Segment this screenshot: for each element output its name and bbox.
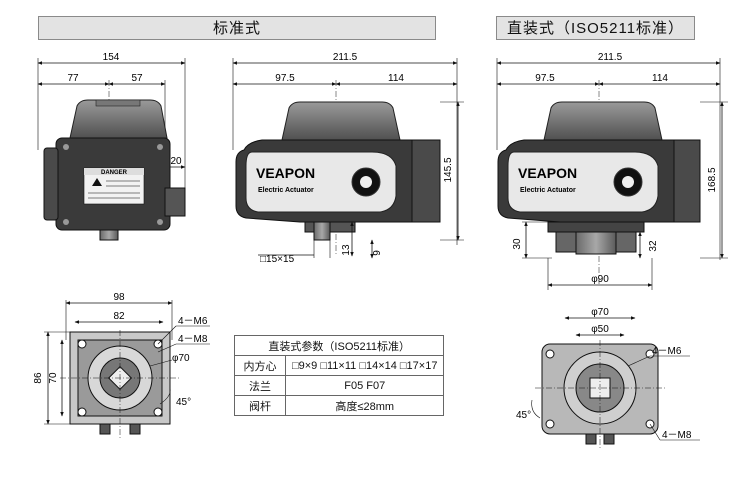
dim-direct-30: 30 bbox=[512, 238, 523, 250]
bottom-view: 98 82 86 70 4－M6 4－M8 φ70 45° bbox=[33, 292, 210, 440]
dim-bottom-98: 98 bbox=[113, 292, 125, 303]
dim-r-m8: 4－M8 bbox=[662, 430, 692, 441]
dim-bottom-45: 45° bbox=[176, 397, 191, 408]
danger-label: DANGER bbox=[101, 170, 128, 176]
banner-standard: 标准式 bbox=[38, 16, 436, 40]
dim-direct-32: 32 bbox=[648, 240, 659, 252]
dim-bottom-70: 70 bbox=[48, 372, 59, 384]
dim-direct-right: 114 bbox=[652, 73, 668, 84]
dim-bottom-86: 86 bbox=[33, 372, 44, 384]
dim-bottom-m8: 4－M8 bbox=[178, 334, 208, 345]
banner-direct: 直装式（ISO5211标准） bbox=[496, 16, 695, 40]
dim-front-right: 57 bbox=[131, 73, 143, 84]
dim-direct-left: 97.5 bbox=[535, 73, 555, 84]
side-view: 211.5 97.5 114 145.5 VEAPON Electric Act… bbox=[232, 52, 464, 265]
row-label: 法兰 bbox=[234, 375, 286, 396]
side-subtitle: Electric Actuator bbox=[258, 187, 314, 194]
row-value: 高度≤28mm bbox=[284, 395, 445, 416]
table-row: 法兰 F05 F07 bbox=[234, 375, 445, 396]
row-value: □9×9 □11×11 □14×14 □17×17 bbox=[284, 355, 445, 376]
dim-r-45: 45° bbox=[516, 410, 531, 421]
row-label: 阀杆 bbox=[234, 395, 286, 416]
dim-front-width: 154 bbox=[103, 52, 120, 63]
bottom-view-direct: φ70 φ50 4－M6 4－M8 45° bbox=[516, 307, 700, 450]
dim-side-right: 114 bbox=[388, 73, 404, 84]
direct-brand: VEAPON bbox=[518, 165, 577, 181]
table-row: 阀杆 高度≤28mm bbox=[234, 395, 445, 416]
dim-side-height: 145.5 bbox=[443, 157, 454, 182]
direct-subtitle: Electric Actuator bbox=[520, 187, 576, 194]
side-brand: VEAPON bbox=[256, 165, 315, 181]
row-value: F05 F07 bbox=[284, 375, 445, 396]
dim-direct-width: 211.5 bbox=[598, 52, 623, 63]
dim-r-phi70: φ70 bbox=[591, 307, 609, 318]
dim-side-left: 97.5 bbox=[275, 73, 295, 84]
direct-view: 211.5 97.5 114 168.5 VEAPON Electric Act… bbox=[496, 52, 728, 290]
dim-front-side: 20 bbox=[170, 156, 182, 167]
dim-direct-height: 168.5 bbox=[707, 167, 718, 192]
dim-side-13: 13 bbox=[341, 244, 352, 256]
dim-bottom-phi70: φ70 bbox=[172, 353, 190, 364]
params-table: 直装式参数（ISO5211标准） 内方心 □9×9 □11×11 □14×14 … bbox=[233, 335, 445, 416]
dim-front-left: 77 bbox=[67, 73, 79, 84]
dim-side-9: 9 bbox=[372, 250, 383, 256]
dim-direct-phi90: φ90 bbox=[591, 274, 609, 285]
dim-r-m6: 4－M6 bbox=[652, 346, 682, 357]
dim-bottom-m6: 4－M6 bbox=[178, 316, 208, 327]
front-view: 154 77 57 20 DANGER bbox=[37, 52, 186, 241]
dim-bottom-82: 82 bbox=[113, 311, 125, 322]
table-row: 内方心 □9×9 □11×11 □14×14 □17×17 bbox=[234, 355, 445, 376]
row-label: 内方心 bbox=[234, 355, 286, 376]
dim-r-phi50: φ50 bbox=[591, 324, 609, 335]
dim-side-width: 211.5 bbox=[333, 52, 358, 63]
dim-side-square: □15×15 bbox=[260, 254, 295, 265]
params-table-title: 直装式参数（ISO5211标准） bbox=[233, 335, 445, 356]
